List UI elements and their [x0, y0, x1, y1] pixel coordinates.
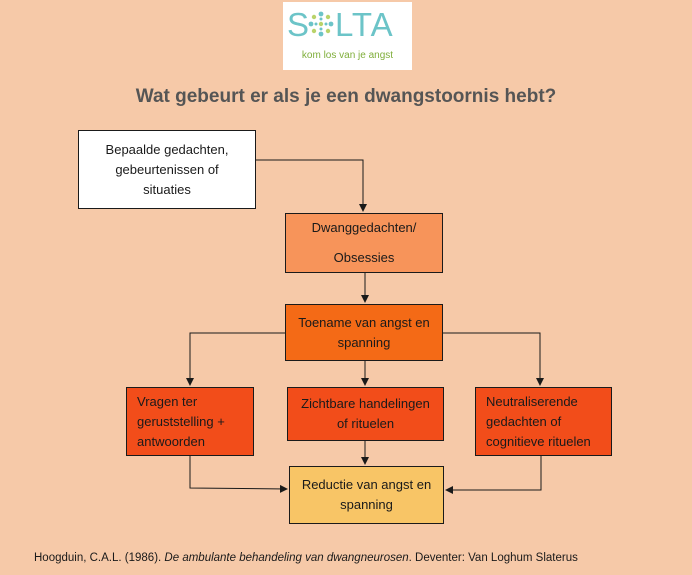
box-obsessions: Dwanggedachten/ Obsessies	[285, 213, 443, 273]
box-reduction: Reductie van angst en spanning	[289, 466, 444, 524]
citation-publisher: . Deventer: Van Loghum Slaterus	[408, 552, 578, 564]
svg-text:S: S	[287, 6, 310, 43]
flower-icon	[308, 11, 334, 37]
solta-logo: S LTA kom los van je angst	[283, 2, 412, 70]
logo-tagline: kom los van je angst	[301, 50, 394, 61]
arrow-anxiety-to-reassurance	[186, 332, 285, 386]
citation: Hoogduin, C.A.L. (1986). De ambulante be…	[34, 552, 578, 564]
arrow-anxiety-to-neutralizing	[443, 332, 544, 386]
arrow-trigger-to-obsessions	[256, 159, 367, 212]
arrow-reassurance-to-reduction	[189, 456, 288, 493]
svg-text:LTA: LTA	[335, 6, 394, 43]
arrow-neutralizing-to-reduction	[445, 456, 542, 494]
citation-author: Hoogduin, C.A.L. (1986).	[34, 552, 165, 564]
box-anxiety: Toename van angst en spanning	[285, 304, 443, 361]
box-rituals: Zichtbare handelingen of rituelen	[287, 387, 444, 441]
box-trigger: Bepaalde gedachten, gebeurtenissen of si…	[78, 130, 256, 209]
citation-work: De ambulante behandeling van dwangneuros…	[164, 552, 409, 564]
box-reassurance: Vragen ter geruststelling + antwoorden	[126, 387, 254, 456]
box-neutralizing: Neutraliserende gedachten of cognitieve …	[475, 387, 612, 456]
solta-logo-wordmark: S LTA	[287, 6, 394, 43]
page-title: Wat gebeurt er als je een dwangstoornis …	[135, 86, 557, 107]
